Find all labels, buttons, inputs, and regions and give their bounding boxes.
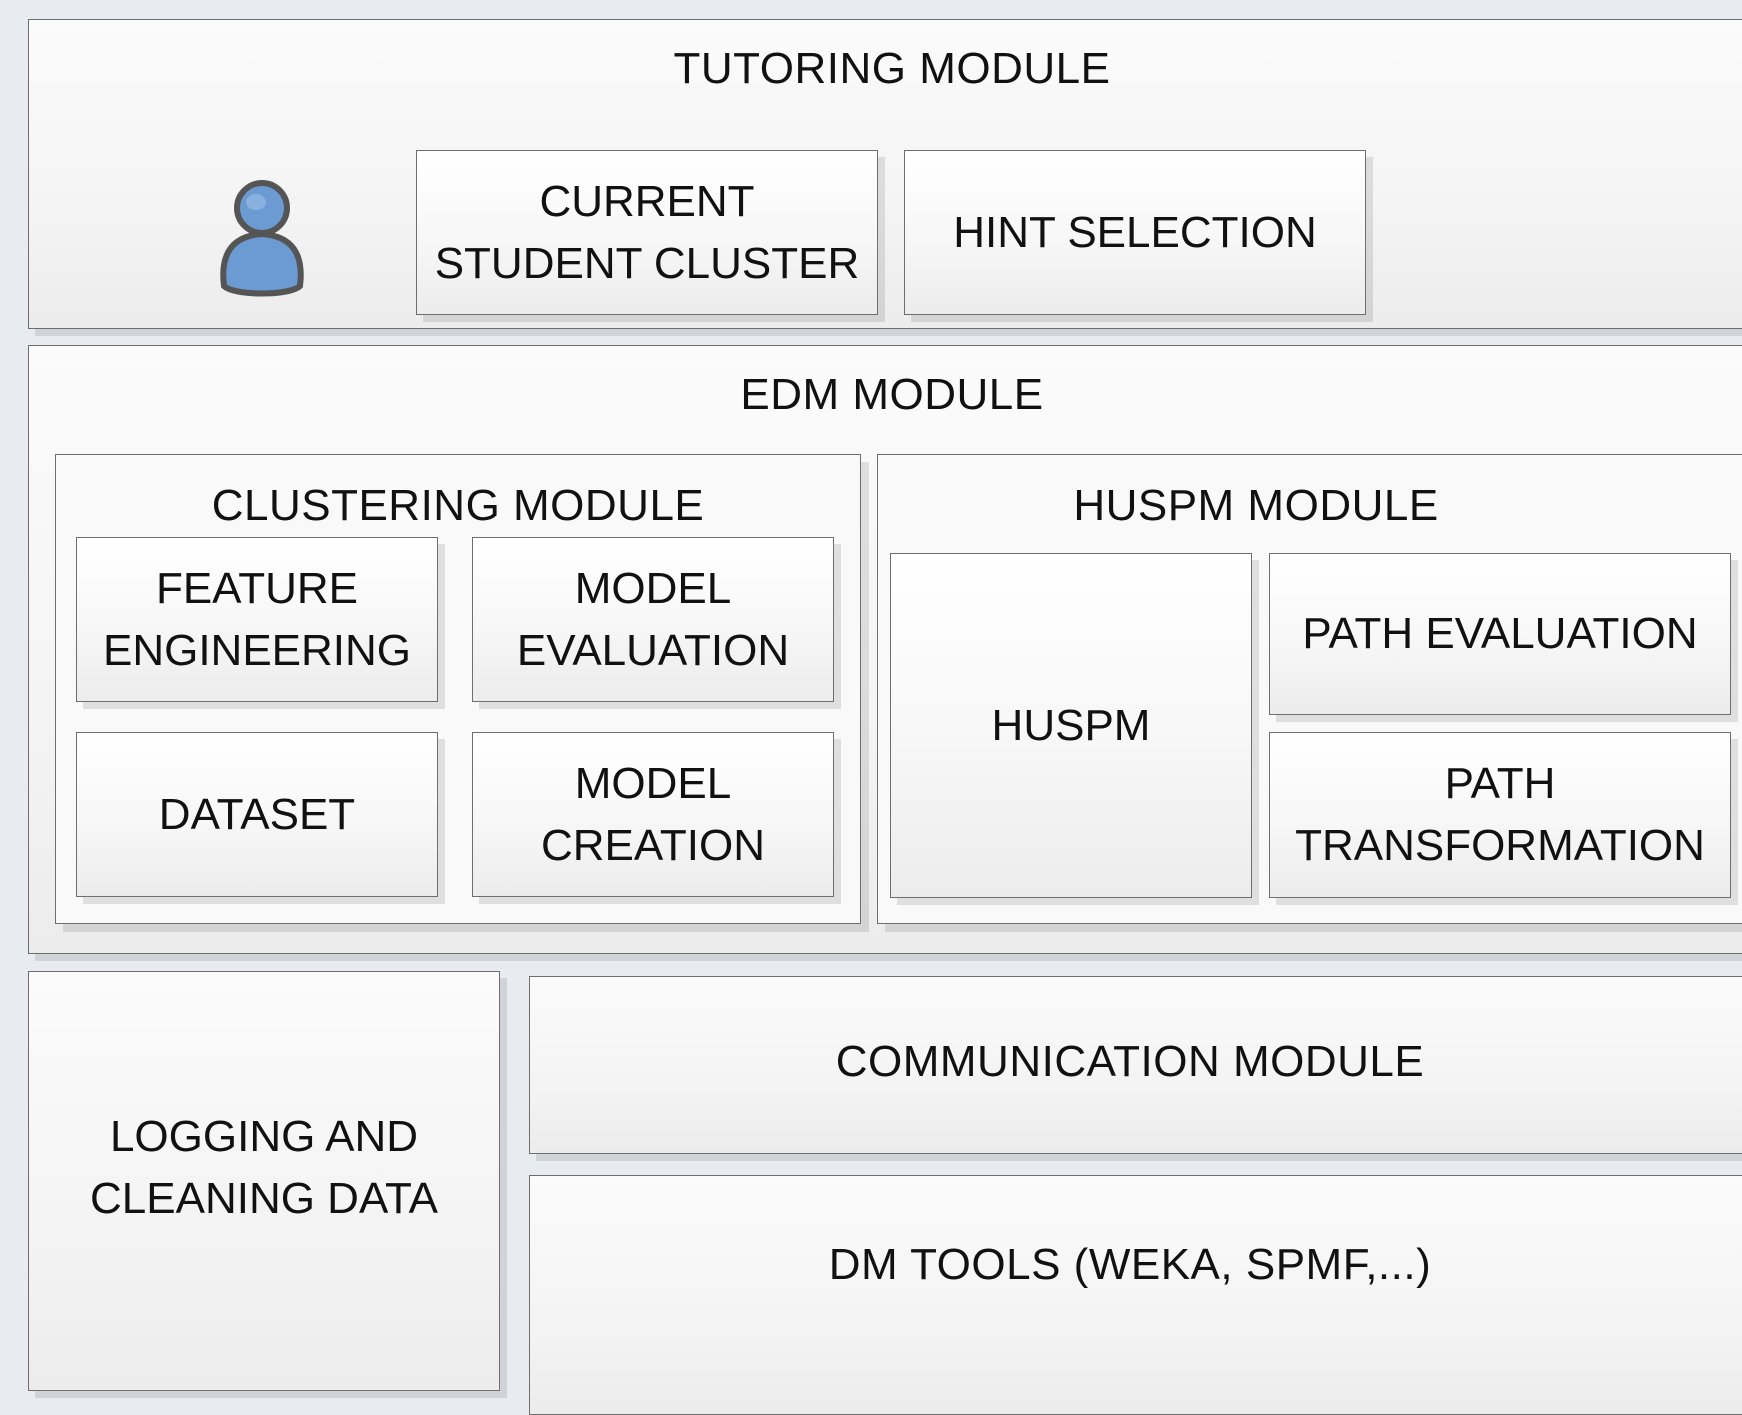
huspm-box: HUSPM: [890, 553, 1252, 898]
feature-engineering-box: FEATURE ENGINEERING: [76, 537, 438, 702]
logging-cleaning-line-2: CLEANING DATA: [90, 1174, 438, 1223]
logging-cleaning-line-1: LOGGING AND: [109, 1112, 419, 1161]
path-transformation-box: PATH TRANSFORMATION: [1269, 732, 1731, 898]
logging-cleaning-data-box: LOGGING AND CLEANING DATA: [28, 971, 500, 1391]
huspm-label: HUSPM: [991, 700, 1151, 750]
student-user-icon: [212, 174, 312, 304]
communication-module-label: COMMUNICATION MODULE: [835, 1037, 1425, 1086]
current-student-cluster-line-2: STUDENT CLUSTER: [434, 238, 860, 288]
model-evaluation-box: MODEL EVALUATION: [472, 537, 834, 702]
model-evaluation-line-1: MODEL: [574, 563, 732, 613]
current-student-cluster-box: CURRENT STUDENT CLUSTER: [416, 150, 878, 315]
communication-module-box: COMMUNICATION MODULE: [529, 976, 1742, 1154]
edm-module-title: EDM MODULE: [740, 370, 1044, 419]
model-evaluation-line-2: EVALUATION: [516, 625, 790, 675]
path-transformation-line-2: TRANSFORMATION: [1295, 821, 1705, 870]
path-evaluation-box: PATH EVALUATION: [1269, 553, 1731, 715]
dm-tools-label: DM TOOLS (WEKA, SPMF,...): [828, 1240, 1432, 1289]
feature-engineering-line-1: FEATURE: [155, 563, 359, 613]
feature-engineering-line-2: ENGINEERING: [102, 625, 412, 675]
hint-selection-box: HINT SELECTION: [904, 150, 1366, 315]
hint-selection-label: HINT SELECTION: [953, 207, 1317, 257]
tutoring-module-title: TUTORING MODULE: [673, 44, 1111, 93]
model-creation-line-1: MODEL: [574, 758, 732, 808]
current-student-cluster-line-1: CURRENT: [539, 176, 755, 226]
clustering-module-title: CLUSTERING MODULE: [211, 481, 705, 530]
model-creation-line-2: CREATION: [540, 820, 766, 870]
dataset-box: DATASET: [76, 732, 438, 897]
model-creation-box: MODEL CREATION: [472, 732, 834, 897]
huspm-module-title: HUSPM MODULE: [1073, 481, 1439, 530]
path-transformation-line-1: PATH: [1444, 759, 1556, 808]
path-evaluation-label: PATH EVALUATION: [1302, 609, 1698, 658]
tutoring-module: TUTORING MODULE: [28, 19, 1742, 329]
dataset-label: DATASET: [158, 789, 356, 839]
dm-tools-box: DM TOOLS (WEKA, SPMF,...): [529, 1175, 1742, 1415]
